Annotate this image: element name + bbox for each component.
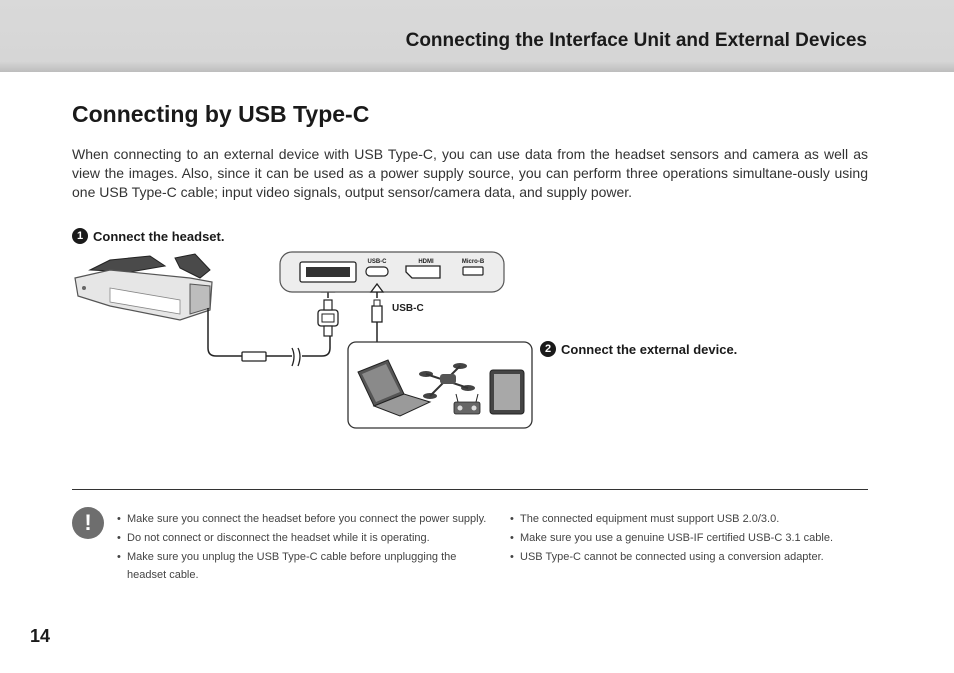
- step-number-2: 2: [540, 341, 556, 357]
- note-item: The connected equipment must support USB…: [510, 510, 870, 528]
- step-1-label: Connect the headset.: [93, 228, 225, 244]
- step-2-label: Connect the external device.: [561, 341, 738, 357]
- chapter-title: Connecting the Interface Unit and Extern…: [405, 30, 867, 51]
- note-item: USB Type-C cannot be connected using a c…: [510, 548, 870, 566]
- controller-icon: [453, 393, 481, 415]
- note-item: Make sure you connect the headset before…: [117, 510, 487, 528]
- page-number: 14: [30, 626, 51, 646]
- tablet-icon: [489, 369, 525, 415]
- divider: [72, 489, 868, 490]
- usbc-plug: [369, 282, 385, 342]
- cable-label: USB-C: [392, 303, 424, 314]
- section-title: Connecting by USB Type-C: [72, 101, 370, 127]
- header-band: Connecting the Interface Unit and Extern…: [0, 0, 954, 72]
- port-label-hdmi: HDMI: [418, 259, 434, 265]
- intro-paragraph: When connecting to an external device wi…: [72, 146, 868, 200]
- step-2: 2 Connect the external device.: [540, 341, 737, 357]
- note-item: Make sure you unplug the USB Type-C cabl…: [117, 548, 487, 584]
- step-number-1: 1: [72, 228, 88, 244]
- laptop-icon: [357, 359, 432, 417]
- port-label-microb: Micro-B: [462, 259, 485, 265]
- notes-right: The connected equipment must support USB…: [510, 510, 870, 567]
- headset-illustration: [74, 253, 213, 321]
- connection-diagram: USB-C HDMI Micro-B USB-C: [74, 251, 533, 429]
- port-label-usbc: USB-C: [368, 259, 388, 265]
- notes-left: Make sure you connect the headset before…: [117, 510, 487, 585]
- interface-unit: USB-C HDMI Micro-B: [279, 251, 505, 293]
- cable-connector-box: [241, 351, 267, 362]
- exclamation-icon: !: [72, 507, 104, 539]
- drone-icon: [419, 363, 475, 399]
- note-item: Make sure you use a genuine USB-IF certi…: [510, 529, 870, 547]
- external-devices-box: [347, 341, 533, 429]
- step-1: 1 Connect the headset.: [72, 228, 224, 244]
- note-item: Do not connect or disconnect the headset…: [117, 529, 487, 547]
